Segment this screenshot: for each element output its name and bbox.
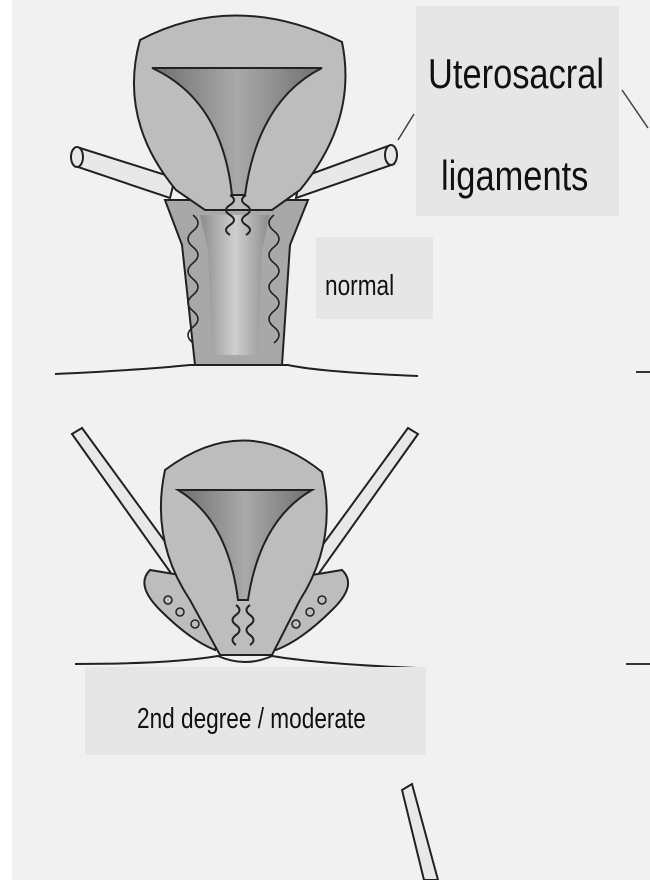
- moderate-prolapse-figure: [72, 428, 418, 668]
- moderate-label: 2nd degree / moderate: [137, 703, 366, 736]
- pointer-line-right: [622, 90, 648, 128]
- normal-uterus-figure: [55, 15, 418, 376]
- pointer-line-left: [398, 114, 414, 140]
- perineum-line-normal: [55, 365, 418, 376]
- title-line-2: ligaments: [441, 152, 588, 200]
- title-line-1: Uterosacral: [428, 50, 604, 98]
- normal-label: normal: [325, 270, 394, 303]
- ligament-partial-bottom: [402, 784, 438, 880]
